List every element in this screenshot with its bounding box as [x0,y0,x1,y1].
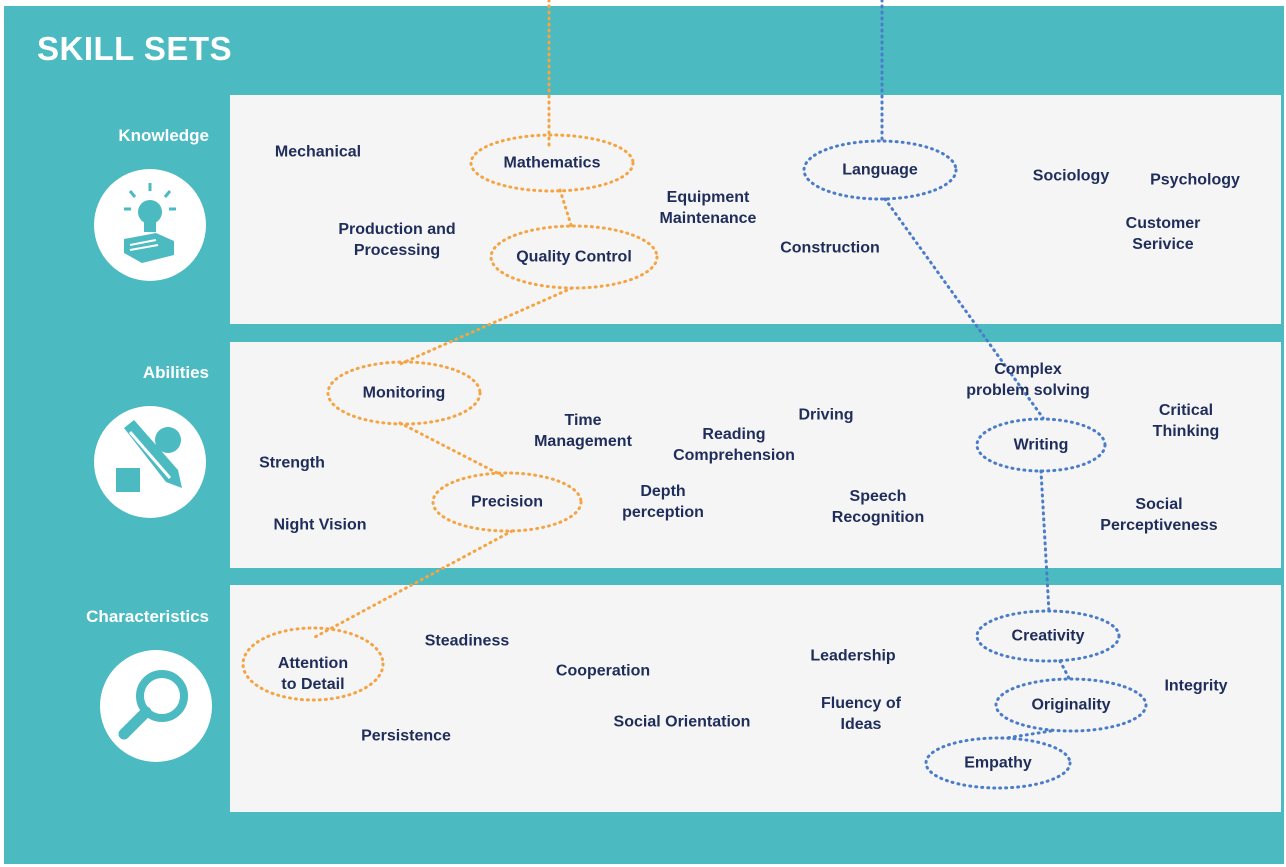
skill-social-orientation: Social Orientation [613,713,751,731]
skill-night-vision: Night Vision [273,516,367,534]
skill-fluency-of-ideas: Fluency of Ideas [820,695,902,733]
skill-precision: Precision [470,493,544,511]
skill-originality: Originality [1031,696,1111,714]
pencil-shapes-icon [94,406,206,518]
skill-cooperation: Cooperation [555,662,651,680]
skill-steadiness: Steadiness [424,632,510,650]
blue-path [802,0,1148,790]
skill-attention-to-detail: Attention to Detail [277,655,349,693]
skill-production-processing: Production and Processing [338,221,456,259]
skill-language: Language [842,161,918,179]
category-label-knowledge: Knowledge [118,126,209,145]
skill-driving: Driving [798,406,854,424]
skill-customer-service: Customer Serivice [1125,215,1201,253]
skill-critical-thinking: Critical Thinking [1152,402,1220,440]
skill-depth-perception: Depth perception [622,483,704,521]
skill-construction: Construction [780,239,880,257]
skill-speech-recognition: Speech Recognition [831,488,925,526]
skill-persistence: Persistence [361,727,451,745]
skill-time-management: Time Management [534,412,632,450]
skill-strength: Strength [259,454,325,472]
skill-mechanical: Mechanical [274,143,362,161]
skill-psychology: Psychology [1150,171,1240,189]
skill-creativity: Creativity [1011,627,1085,645]
skill-equipment-maintenance: Equipment Maintenance [659,189,757,227]
lightbulb-book-icon [94,169,206,281]
category-label-abilities: Abilities [142,363,209,382]
skill-sociology: Sociology [1032,167,1110,185]
page-title: SKILL SETS [37,30,233,67]
skill-writing: Writing [1013,436,1069,454]
knowledge-band [230,95,1281,324]
skill-mathematics: Mathematics [503,154,601,172]
skill-reading-comprehension: Reading Comprehension [673,426,795,464]
skill-integrity: Integrity [1164,677,1228,695]
characteristics-band [230,585,1281,812]
skill-social-perceptiveness: Social Perceptiveness [1100,496,1218,534]
skill-leadership: Leadership [810,647,896,665]
skill-monitoring: Monitoring [362,384,446,402]
skill-complex-problem-solving: Complex problem solving [966,361,1090,399]
orange-path [241,0,659,702]
abilities-band [230,342,1281,568]
skill-quality-control: Quality Control [516,248,632,266]
category-label-characteristics: Characteristics [86,607,209,626]
skill-empathy: Empathy [964,754,1032,772]
magnifier-icon [100,650,212,762]
